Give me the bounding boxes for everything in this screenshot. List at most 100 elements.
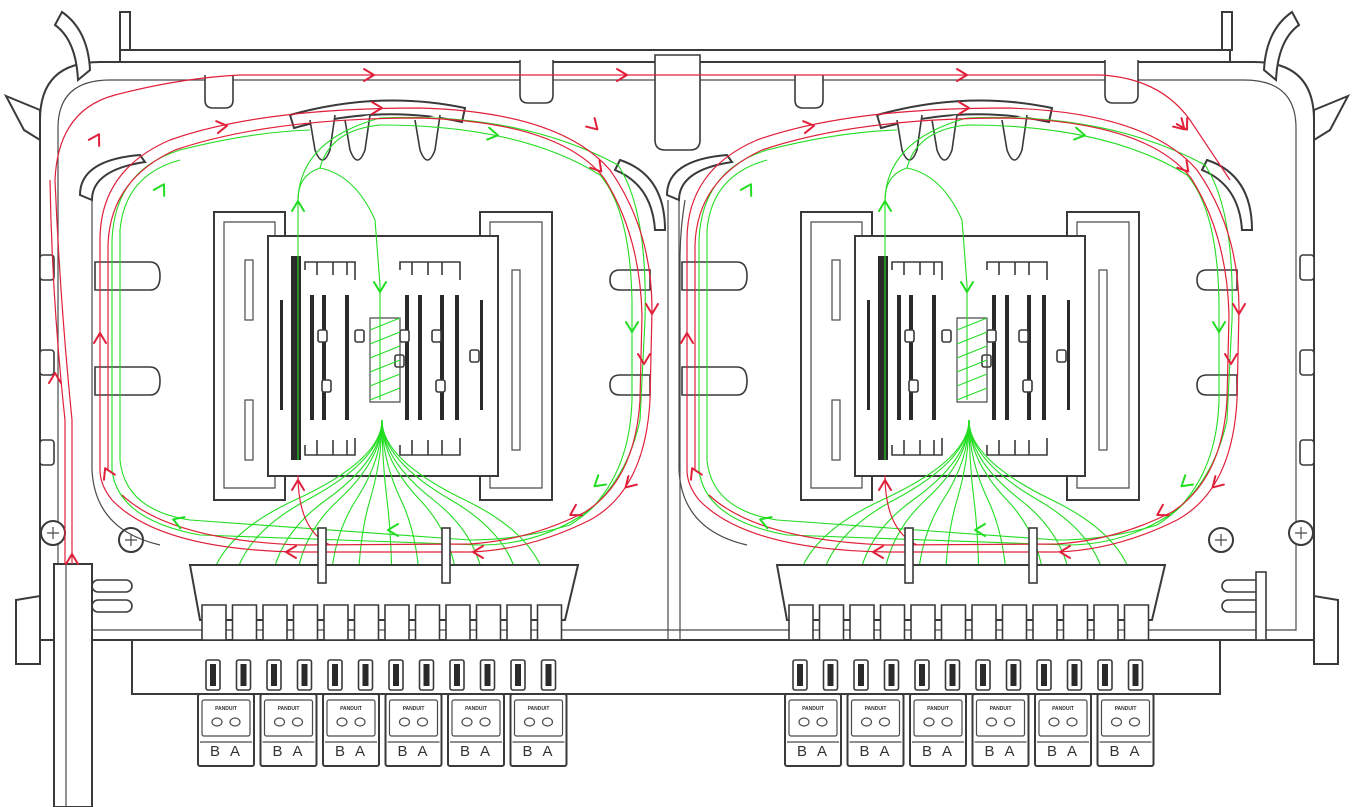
port-label-a: A bbox=[1130, 743, 1140, 760]
adapter-brand-label: PANDUIT bbox=[340, 706, 362, 712]
feed-fiber-route bbox=[49, 74, 1231, 564]
port-label-a: A bbox=[293, 743, 303, 760]
adapter-port bbox=[788, 604, 814, 641]
port-label-a: A bbox=[1067, 743, 1077, 760]
port-label-a: A bbox=[355, 743, 365, 760]
flow-arrow bbox=[371, 101, 383, 115]
flow-arrow bbox=[637, 353, 651, 365]
flow-arrow bbox=[1176, 159, 1190, 173]
port-label-a: A bbox=[418, 743, 428, 760]
adapter-brand-label: PANDUIT bbox=[1052, 706, 1074, 712]
adapter-port bbox=[414, 604, 441, 641]
port-label-b: B bbox=[523, 743, 533, 760]
flow-arrow bbox=[585, 117, 599, 131]
port-label-a: A bbox=[942, 743, 952, 760]
bend-wall bbox=[91, 200, 161, 546]
port-label-a: A bbox=[1005, 743, 1015, 760]
top-comb bbox=[288, 99, 467, 130]
flow-arrows bbox=[93, 101, 659, 559]
feed-cable bbox=[53, 563, 93, 807]
retaining-tab bbox=[94, 366, 161, 396]
port-label-b: B bbox=[985, 743, 995, 760]
port-label-b: B bbox=[922, 743, 932, 760]
flow-arrow bbox=[285, 545, 297, 559]
adapter-brand-label: PANDUIT bbox=[465, 706, 487, 712]
rail-post bbox=[317, 527, 327, 584]
flow-arrow bbox=[878, 200, 892, 212]
port-label-b: B bbox=[1047, 743, 1057, 760]
flow-arrow bbox=[172, 516, 186, 530]
port-label-a: A bbox=[480, 743, 490, 760]
flow-arrow bbox=[1212, 321, 1226, 333]
adapter-port bbox=[506, 604, 532, 641]
flow-arrow bbox=[616, 68, 628, 82]
adapter-port bbox=[262, 604, 288, 641]
flow-arrow bbox=[1211, 475, 1225, 489]
splice-holder-bar bbox=[291, 256, 301, 460]
flow-arrow bbox=[802, 120, 815, 135]
flow-arrow bbox=[1224, 353, 1238, 365]
splice-slot bbox=[932, 295, 936, 420]
retaining-tab bbox=[681, 261, 748, 291]
port-label-a: A bbox=[543, 743, 553, 760]
retaining-tab bbox=[1196, 374, 1238, 396]
port-label-b: B bbox=[1110, 743, 1120, 760]
flow-arrow bbox=[593, 474, 607, 488]
retaining-tab bbox=[1196, 269, 1238, 291]
flow-arrow bbox=[1232, 303, 1246, 315]
flow-arrow bbox=[680, 332, 694, 344]
guide-arc bbox=[1200, 158, 1254, 231]
flow-arrow bbox=[1059, 545, 1071, 559]
top-comb bbox=[875, 99, 1054, 130]
adapter-port bbox=[1032, 604, 1058, 641]
adapter-brand-label: PANDUIT bbox=[927, 706, 949, 712]
splice-slot bbox=[1005, 295, 1009, 420]
flow-arrow bbox=[1175, 117, 1189, 131]
port-label-b: B bbox=[398, 743, 408, 760]
flow-arrow bbox=[387, 523, 399, 537]
flow-arrow bbox=[625, 321, 639, 333]
adapter-port bbox=[1093, 604, 1119, 641]
splice-slot bbox=[405, 295, 409, 420]
flow-arrow bbox=[956, 68, 968, 82]
adapter-port bbox=[818, 604, 845, 641]
adapter-brand-label: PANDUIT bbox=[802, 706, 824, 712]
guide-arc bbox=[78, 153, 147, 202]
adapter-brand-label: PANDUIT bbox=[278, 706, 300, 712]
bend-wall bbox=[678, 200, 748, 546]
adapter-brand-label: PANDUIT bbox=[403, 706, 425, 712]
flow-arrow bbox=[363, 68, 375, 82]
splice-slot bbox=[322, 295, 326, 420]
adapter-port bbox=[201, 604, 227, 641]
flow-arrows bbox=[680, 101, 1246, 559]
adapter-port bbox=[384, 604, 410, 641]
screw-icon bbox=[118, 527, 144, 553]
flow-arrow bbox=[472, 545, 484, 559]
adapter-brand-label: PANDUIT bbox=[1115, 706, 1137, 712]
splice-holder-bar bbox=[878, 256, 888, 460]
flow-arrow bbox=[486, 126, 499, 141]
flow-arrow bbox=[624, 475, 638, 489]
adapter-port bbox=[292, 604, 319, 641]
adapter-port bbox=[536, 604, 563, 641]
flow-arrow bbox=[960, 281, 974, 293]
flow-arrow bbox=[878, 479, 892, 491]
rail-post bbox=[1028, 527, 1038, 584]
feed-arrows bbox=[48, 68, 1189, 565]
adapter-brand-label: PANDUIT bbox=[215, 706, 237, 712]
flow-arrow bbox=[102, 467, 116, 481]
adapter-port bbox=[231, 604, 258, 641]
retaining-tab bbox=[681, 366, 748, 396]
splice-slot bbox=[418, 295, 422, 420]
adapter-port bbox=[971, 604, 997, 641]
